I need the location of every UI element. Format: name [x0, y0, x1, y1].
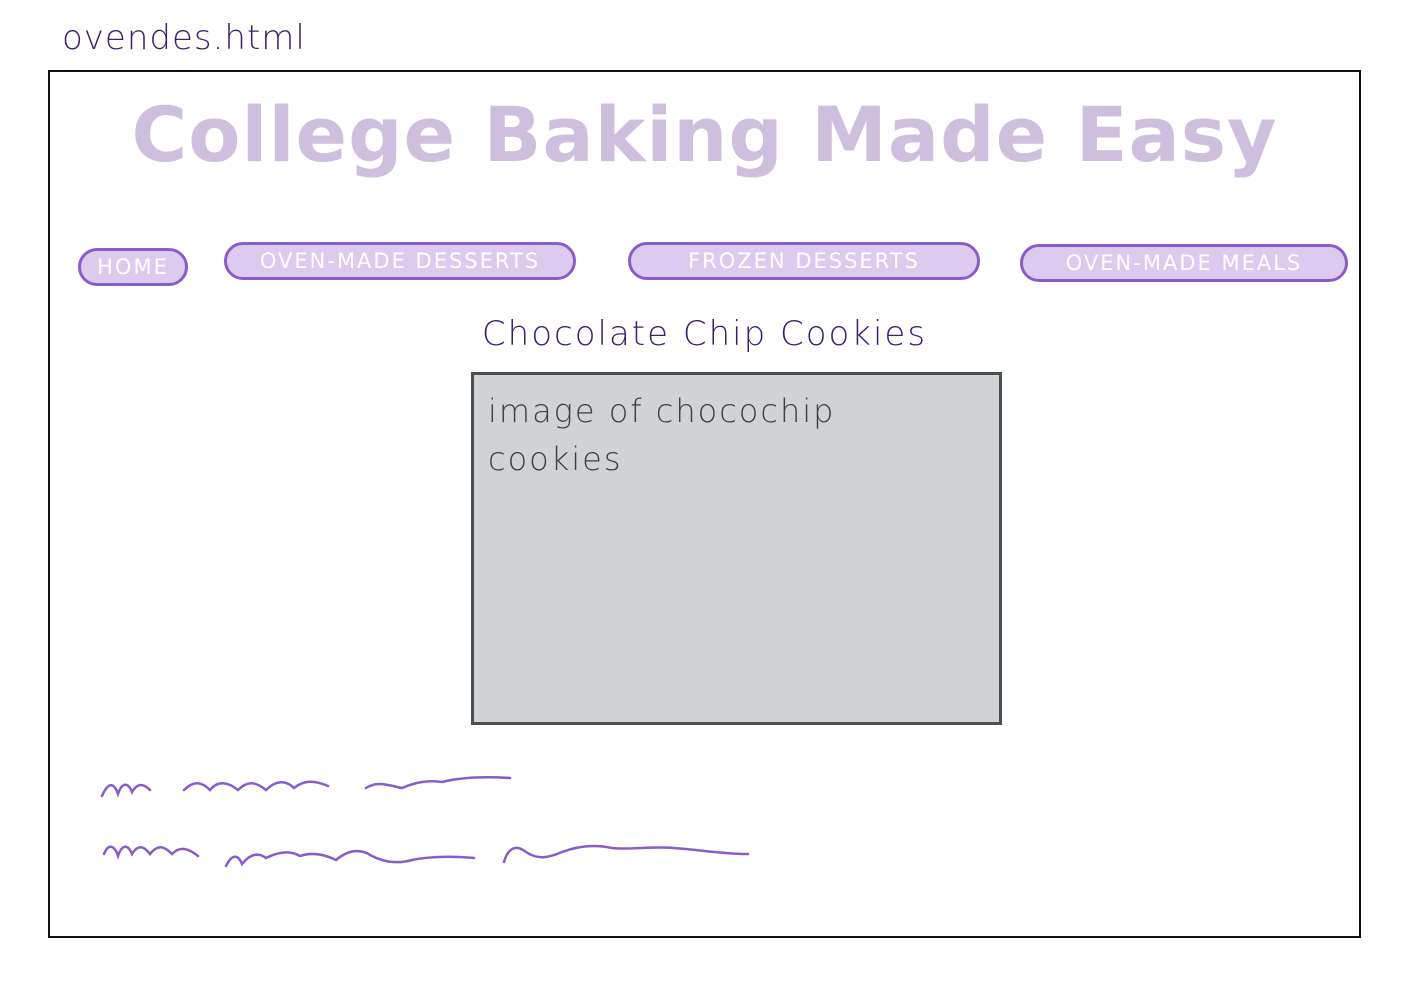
- placeholder-text-line-2: [102, 844, 750, 868]
- nav-home-button[interactable]: HOME: [78, 248, 188, 286]
- recipe-title: Chocolate Chip Cookies: [481, 314, 928, 354]
- recipe-image-placeholder: image of chocochip cookies: [471, 372, 1002, 725]
- nav-oven-made-meals-button[interactable]: OVEN-MADE MEALS: [1020, 244, 1348, 282]
- file-name-label: ovendes.html: [62, 18, 306, 58]
- nav-frozen-desserts-button[interactable]: FROZEN DESSERTS: [628, 242, 980, 280]
- site-title: College Baking Made Easy: [131, 90, 1278, 179]
- nav-oven-made-desserts-button[interactable]: OVEN-MADE DESSERTS: [224, 242, 576, 280]
- placeholder-text-line-1: [100, 775, 512, 798]
- image-placeholder-caption: image of chocochip cookies: [488, 392, 836, 478]
- browser-frame: College Baking Made Easy HOME OVEN-MADE …: [48, 70, 1361, 938]
